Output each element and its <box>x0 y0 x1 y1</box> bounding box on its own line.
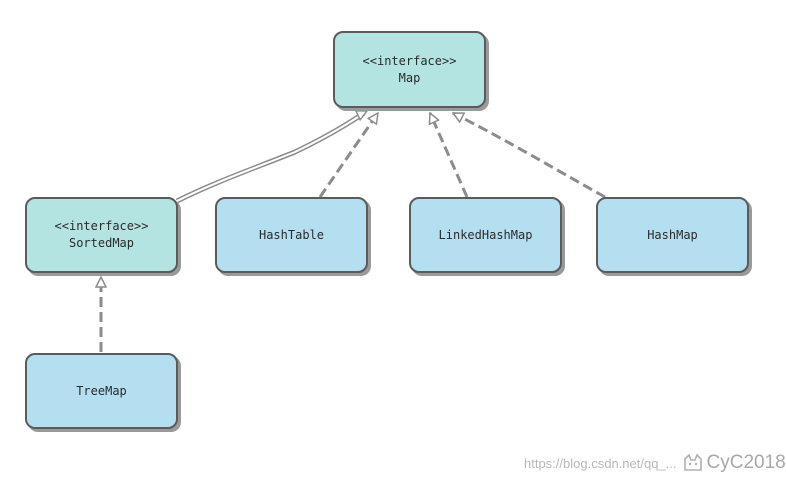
stereotype-label: <<interface>> <box>54 219 149 233</box>
node-linkedhashmap[interactable]: LinkedHashMap <box>409 197 562 273</box>
edge-sortedmap-to-map <box>175 111 367 204</box>
node-map[interactable]: <<interface>> Map <box>333 31 486 108</box>
cat-icon <box>683 453 703 472</box>
node-hashmap[interactable]: HashMap <box>596 197 749 273</box>
watermark-author: CyC2018 <box>706 452 786 473</box>
node-name: Map <box>398 70 421 85</box>
edge-linkedhashmap-to-map <box>428 113 469 198</box>
node-sortedmap[interactable]: <<interface>> SortedMap <box>25 197 178 273</box>
node-name: HashMap <box>647 227 698 242</box>
node-treemap[interactable]: TreeMap <box>25 353 178 429</box>
stereotype-label: <<interface>> <box>362 53 457 68</box>
watermark: https://blog.csdn.net/qq_... CyC2018 <box>524 452 786 474</box>
watermark-url: https://blog.csdn.net/qq_... <box>524 455 677 471</box>
node-name: TreeMap <box>76 383 127 398</box>
node-name: SortedMap <box>68 236 135 250</box>
edge-hashtable-to-map <box>318 113 380 198</box>
node-name: LinkedHashMap <box>438 227 533 242</box>
node-hashtable[interactable]: HashTable <box>215 197 368 273</box>
edge-hashmap-to-map <box>453 111 606 199</box>
node-name: HashTable <box>258 227 325 242</box>
